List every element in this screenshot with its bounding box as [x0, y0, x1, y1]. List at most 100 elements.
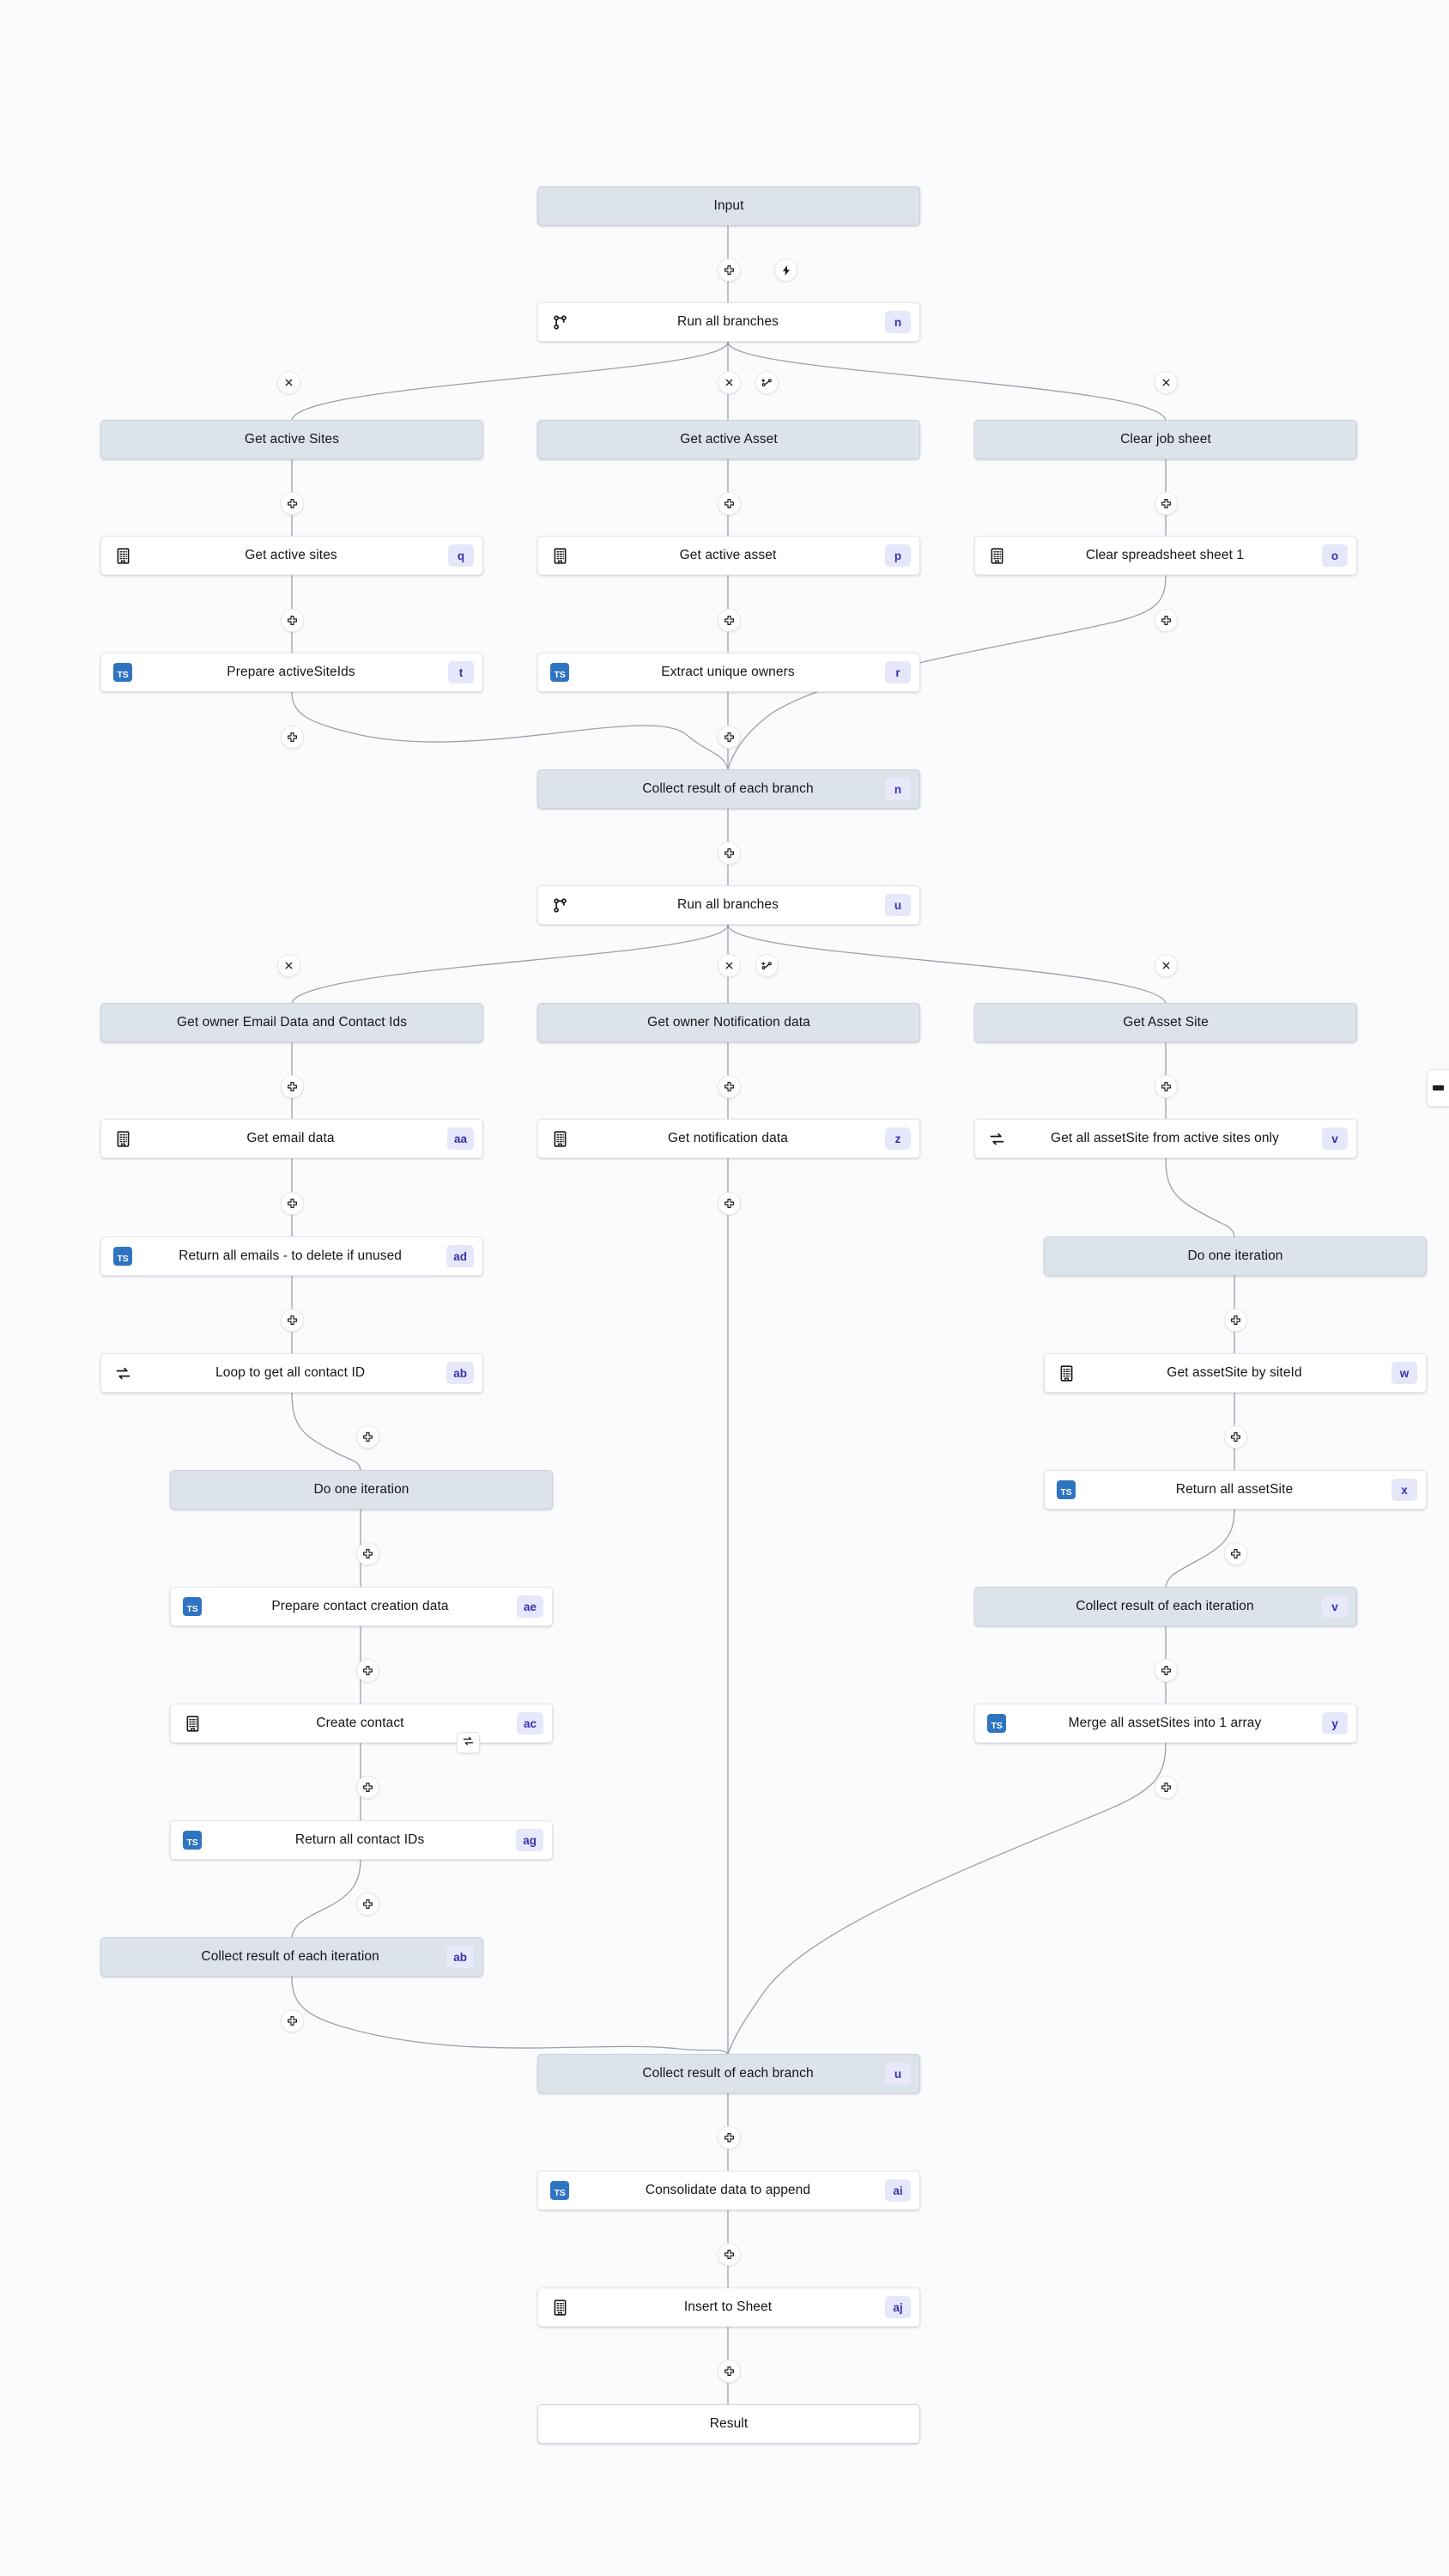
- node-key-badge[interactable]: ag: [516, 1829, 543, 1851]
- workflow-node-get-all-assetsite[interactable]: Get all assetSite from active sites only…: [974, 1119, 1357, 1158]
- edge-handle-plus[interactable]: [281, 492, 304, 515]
- node-key-badge[interactable]: ai: [885, 2179, 911, 2202]
- node-key-badge[interactable]: n: [885, 778, 911, 800]
- workflow-node-branch-asset[interactable]: Get active Asset: [537, 420, 920, 459]
- workflow-node-branch-notif[interactable]: Get owner Notification data: [537, 1003, 920, 1042]
- edge-handle-plus[interactable]: [718, 841, 741, 865]
- edge-handle-plus[interactable]: [718, 1075, 741, 1098]
- edge-handle-plus[interactable]: [1224, 1542, 1247, 1565]
- workflow-node-branch-email[interactable]: Get owner Email Data and Contact Ids: [100, 1003, 483, 1042]
- edge-handle-close[interactable]: [718, 371, 741, 394]
- node-key-badge[interactable]: v: [1322, 1127, 1348, 1150]
- node-key-badge[interactable]: v: [1322, 1595, 1348, 1618]
- edge-handle-close[interactable]: [1155, 954, 1178, 977]
- node-key-badge[interactable]: aj: [885, 2296, 911, 2318]
- edge-handle-plus[interactable]: [718, 2243, 741, 2266]
- edge-handle-plus[interactable]: [281, 726, 304, 749]
- node-key-badge[interactable]: u: [885, 2063, 911, 2085]
- edge-handle-add-branch[interactable]: [755, 371, 779, 394]
- edge-handle-plus[interactable]: [718, 2126, 741, 2149]
- node-key-badge[interactable]: y: [1322, 1712, 1348, 1735]
- edge-handle-plus[interactable]: [281, 1075, 304, 1098]
- retry-badge[interactable]: [457, 1732, 480, 1753]
- node-key-badge[interactable]: p: [885, 544, 911, 567]
- edge-handle-plus[interactable]: [718, 1192, 741, 1215]
- edge-handle-add-branch[interactable]: [755, 954, 779, 977]
- edge-handle-plus[interactable]: [718, 609, 741, 632]
- node-key-badge[interactable]: x: [1391, 1479, 1417, 1501]
- edge-handle-plus[interactable]: [1224, 1309, 1247, 1332]
- node-key-badge[interactable]: ab: [446, 1946, 474, 1968]
- edge-handle-plus[interactable]: [1155, 1075, 1178, 1098]
- edge-handle-plus[interactable]: [281, 1192, 304, 1215]
- workflow-node-branch-sites[interactable]: Get active Sites: [100, 420, 483, 459]
- edge-handle-close[interactable]: [277, 371, 300, 394]
- edge-handle-plus[interactable]: [1155, 1659, 1178, 1682]
- workflow-node-iter-assetsite[interactable]: Do one iteration: [1044, 1236, 1427, 1276]
- node-key-badge[interactable]: r: [885, 661, 911, 683]
- edge-handle-plus[interactable]: [718, 492, 741, 515]
- workflow-node-branch-assetsite[interactable]: Get Asset Site: [974, 1003, 1357, 1042]
- node-key-badge[interactable]: t: [448, 661, 474, 683]
- edge-handle-plus[interactable]: [281, 2009, 304, 2032]
- workflow-node-iter-contact[interactable]: Do one iteration: [170, 1470, 553, 1510]
- edge-handle-plus[interactable]: [1224, 1425, 1247, 1449]
- edge-handle-plus[interactable]: [356, 1425, 379, 1449]
- node-key-badge[interactable]: ac: [516, 1712, 543, 1735]
- edge-handle-plus[interactable]: [281, 1309, 304, 1332]
- edge-handle-plus[interactable]: [718, 726, 741, 749]
- node-key-badge[interactable]: n: [885, 311, 911, 333]
- edge-handle-plus[interactable]: [718, 2360, 741, 2383]
- node-key-badge[interactable]: ae: [516, 1595, 543, 1618]
- edge-handle-plus[interactable]: [1155, 1776, 1178, 1799]
- edge-handle-lightning[interactable]: [774, 258, 797, 282]
- edge-handle-plus[interactable]: [356, 1542, 379, 1565]
- node-key-badge[interactable]: w: [1391, 1362, 1417, 1384]
- workflow-node-branch-jobsheet[interactable]: Clear job sheet: [974, 420, 1357, 459]
- edge-handle-close[interactable]: [277, 954, 300, 977]
- node-key-badge[interactable]: z: [885, 1127, 911, 1150]
- edge-handle-plus[interactable]: [281, 609, 304, 632]
- node-key-badge[interactable]: aa: [446, 1127, 474, 1150]
- offscreen-node-stub[interactable]: [1427, 1069, 1449, 1107]
- edge-handle-plus[interactable]: [356, 1776, 379, 1799]
- node-key-badge[interactable]: q: [448, 544, 474, 567]
- workflow-node-input[interactable]: Input: [537, 186, 920, 226]
- node-key-badge[interactable]: ab: [446, 1362, 474, 1384]
- edge-handle-plus[interactable]: [356, 1659, 379, 1682]
- edge-handle-plus[interactable]: [1155, 609, 1178, 632]
- edge-handle-close[interactable]: [1155, 371, 1178, 394]
- workflow-node-result[interactable]: Result: [537, 2404, 920, 2444]
- edge-handle-plus[interactable]: [356, 1893, 379, 1916]
- edge-handle-close[interactable]: [718, 954, 741, 977]
- node-key-badge[interactable]: u: [885, 894, 911, 916]
- edge-handle-plus[interactable]: [1155, 492, 1178, 515]
- node-key-badge[interactable]: o: [1322, 544, 1348, 567]
- node-key-badge[interactable]: ad: [446, 1245, 474, 1267]
- edge-handle-plus[interactable]: [718, 258, 741, 282]
